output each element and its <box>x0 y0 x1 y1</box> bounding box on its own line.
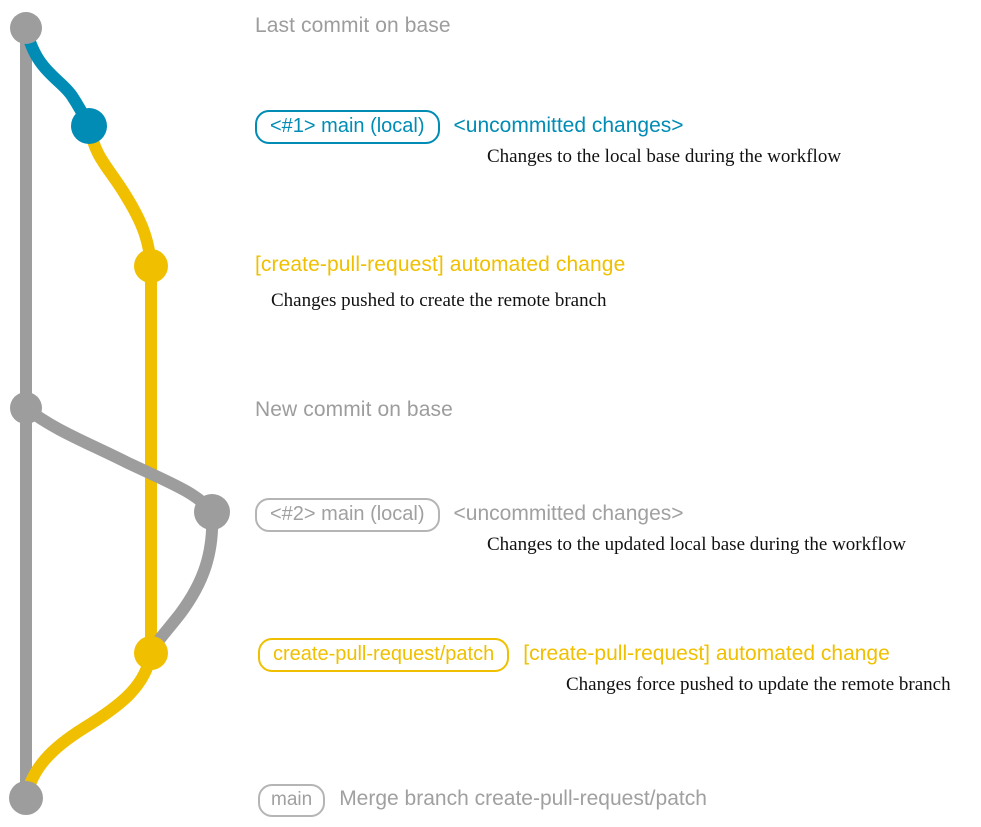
commit-description-patch-1: Changes pushed to create the remote bran… <box>271 290 607 311</box>
commit-subject-patch-2: [create-pull-request] automated change <box>523 642 890 665</box>
edge-patch2-to-merge <box>20 647 157 804</box>
commit-nodes <box>9 12 230 815</box>
commit-subject-merge: Merge branch create-pull-request/patch <box>339 787 707 810</box>
row-merge: main Merge branch create-pull-request/pa… <box>258 784 707 817</box>
row-patch-1: [create-pull-request] automated change <box>255 253 625 277</box>
commit-node-last-commit-on-base[interactable] <box>10 12 42 44</box>
commit-subject-new-commit-on-base: New commit on base <box>255 398 453 421</box>
commit-node-automated-change-1[interactable] <box>134 249 168 283</box>
edge-local1-to-patch1 <box>83 120 157 272</box>
commit-subject-local-1: <uncommitted changes> <box>453 114 684 137</box>
commit-node-automated-change-2[interactable] <box>134 636 168 670</box>
row-local-2: <#2> main (local) <uncommitted changes> <box>255 498 684 532</box>
branch-badge-main[interactable]: main <box>258 784 326 817</box>
branch-badge-local-2[interactable]: <#2> main (local) <box>255 498 440 532</box>
commit-node-local-uncommitted-1[interactable] <box>71 108 107 144</box>
commit-node-merge-commit[interactable] <box>9 781 43 815</box>
commit-description-local-1: Changes to the local base during the wor… <box>487 146 842 167</box>
row-last-commit-on-base: Last commit on base <box>255 14 451 38</box>
commit-subject-patch-1: [create-pull-request] automated change <box>255 253 626 276</box>
row-patch-2: create-pull-request/patch [create-pull-r… <box>258 638 890 672</box>
commit-subject-local-2: <uncommitted changes> <box>453 502 684 525</box>
edge-local2-to-patch2 <box>145 506 219 659</box>
commit-node-new-commit-on-base[interactable] <box>10 392 42 424</box>
commit-node-local-uncommitted-2[interactable] <box>194 494 230 530</box>
branch-badge-patch-2[interactable]: create-pull-request/patch <box>258 638 510 672</box>
row-local-1: <#1> main (local) <uncommitted changes> <box>255 110 684 144</box>
edge-basenew-to-local2 <box>20 402 218 518</box>
row-new-commit-on-base: New commit on base <box>255 398 453 422</box>
branch-badge-local-1[interactable]: <#1> main (local) <box>255 110 440 144</box>
commit-description-patch-2: Changes force pushed to update the remot… <box>566 674 951 695</box>
commit-description-local-2: Changes to the updated local base during… <box>487 534 906 555</box>
commit-subject-last-commit-on-base: Last commit on base <box>255 14 451 37</box>
